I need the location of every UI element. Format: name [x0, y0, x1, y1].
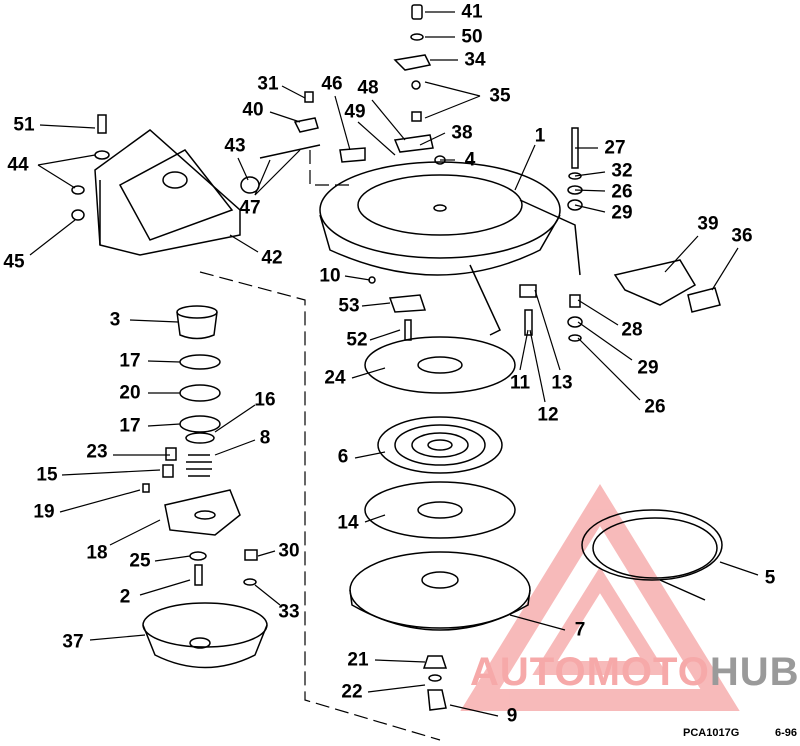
part-nut-21-22-9 [422, 655, 448, 711]
part-starter-housing-1 [319, 161, 581, 336]
callout-48: 48 [357, 77, 379, 99]
part-insert-36 [687, 287, 721, 313]
callout-13: 13 [551, 372, 573, 394]
callout-19: 19 [33, 501, 55, 523]
callout-32: 32 [611, 160, 633, 182]
watermark-text-1: AUTOMOTO [470, 650, 710, 694]
callout-11: 11 [509, 372, 531, 394]
callout-36: 36 [731, 225, 753, 247]
callout-1: 1 [534, 125, 546, 147]
callout-34: 34 [464, 49, 486, 71]
watermark-text-2: HUB [709, 650, 800, 694]
callout-18: 18 [86, 542, 108, 564]
callout-14: 14 [337, 512, 359, 534]
callout-29b: 29 [637, 357, 659, 379]
part-rope-5 [581, 509, 723, 601]
callout-28: 28 [621, 319, 643, 341]
watermark-triangle [460, 484, 740, 711]
callout-40: 40 [242, 99, 264, 121]
part-screws-2-25-30-33 [189, 549, 258, 586]
callout-47: 47 [239, 197, 261, 219]
callout-8: 8 [259, 427, 271, 449]
part-spring-6 [377, 416, 503, 474]
callout-17b: 17 [119, 415, 141, 437]
part-washers-17-20 [179, 354, 221, 444]
callout-12: 12 [537, 404, 559, 426]
callout-26: 26 [611, 181, 633, 203]
callout-4: 4 [464, 149, 476, 171]
callout-33: 33 [278, 601, 300, 623]
callout-17: 17 [119, 350, 141, 372]
part-plate-24 [364, 336, 516, 394]
leader-lines [29, 11, 759, 717]
callout-39: 39 [697, 213, 719, 235]
callout-37: 37 [62, 631, 84, 653]
callout-44: 44 [7, 154, 29, 176]
part-housing-42 [94, 129, 241, 256]
drawing-code: PCA1017G [683, 727, 740, 739]
callout-3: 3 [109, 309, 121, 331]
part-pawl-plate-18 [164, 489, 241, 536]
callout-27: 27 [604, 137, 626, 159]
callout-6: 6 [337, 446, 349, 468]
callout-31: 31 [257, 73, 279, 95]
callout-20: 20 [119, 382, 141, 404]
callout-22: 22 [341, 681, 363, 703]
callout-43: 43 [224, 135, 246, 157]
callout-49: 49 [344, 101, 366, 123]
callout-51: 51 [13, 114, 35, 136]
part-plate-14 [364, 481, 516, 539]
part-spring-15-23 [142, 447, 177, 493]
callout-50: 50 [461, 26, 483, 48]
callout-29: 29 [611, 202, 633, 224]
callout-7: 7 [574, 619, 586, 641]
drawing-date: 6-96 [775, 727, 798, 739]
callout-5: 5 [764, 567, 776, 589]
callout-26b: 26 [644, 396, 666, 418]
callout-53: 53 [338, 295, 360, 317]
callout-24: 24 [324, 367, 346, 389]
part-spring-8 [186, 454, 212, 477]
callout-16: 16 [254, 389, 276, 411]
callout-23: 23 [86, 441, 108, 463]
callout-30: 30 [278, 540, 300, 562]
part-cup-37 [142, 602, 268, 669]
callout-25: 25 [129, 550, 151, 572]
callout-41: 41 [461, 1, 483, 23]
watermark-logo: AUTOMOTOHUB [470, 652, 800, 692]
callout-52: 52 [346, 329, 368, 351]
callout-45: 45 [3, 251, 25, 273]
callout-15: 15 [36, 464, 58, 486]
callout-9: 9 [506, 705, 518, 727]
part-bushing-3 [176, 305, 218, 340]
callout-46: 46 [321, 73, 343, 95]
callout-10: 10 [319, 265, 341, 287]
callout-42: 42 [261, 247, 283, 269]
callout-2: 2 [119, 586, 131, 608]
small-fasteners [71, 4, 583, 342]
part-handle-39 [613, 259, 697, 306]
callout-38: 38 [451, 122, 473, 144]
part-pulley-7 [349, 551, 531, 631]
callout-35: 35 [489, 85, 511, 107]
callout-21: 21 [347, 649, 369, 671]
